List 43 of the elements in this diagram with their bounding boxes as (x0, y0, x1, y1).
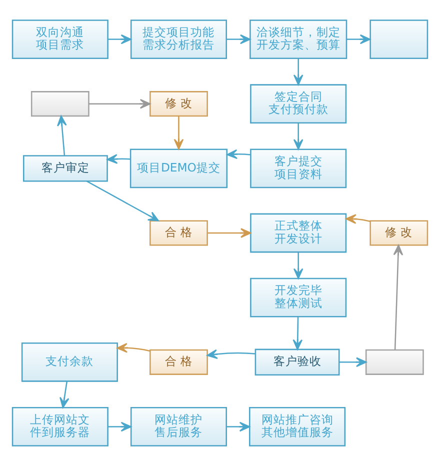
arrow (293, 58, 304, 86)
arrow (88, 98, 151, 109)
node-box: 客户提交项目资料 (250, 148, 347, 188)
node-box: 修 改 (150, 91, 208, 117)
arrow (174, 116, 184, 150)
arrow (116, 342, 150, 353)
node-box: 客户验收 (254, 348, 340, 376)
node-box (30, 91, 90, 117)
arrow (106, 154, 130, 164)
node-box: 网站推广咨询其他增值服务 (249, 407, 346, 446)
arrow (108, 422, 132, 432)
node-box: 合 格 (150, 220, 208, 246)
node-box: 修 改 (370, 220, 428, 246)
arrow (108, 34, 132, 44)
arrow (292, 316, 303, 350)
arrow (60, 381, 70, 408)
node-box: 上传网站文件到服务器 (12, 407, 108, 446)
node-box (365, 349, 424, 375)
node-box: 正式整体开发设计 (250, 213, 347, 253)
node-box: 客户审定 (23, 155, 108, 182)
node-box: 提交项目功能需求分析报告 (130, 20, 227, 59)
arrow (226, 422, 250, 432)
node-box: 开发完毕整体测试 (250, 278, 347, 318)
node-box: 双向沟通项目需求 (12, 20, 108, 59)
arrow (57, 115, 67, 156)
arrow (206, 349, 256, 360)
node-box: 网站维护售后服务 (130, 407, 227, 446)
arrow (208, 228, 252, 238)
arrow (293, 122, 304, 150)
arrow (346, 214, 370, 224)
arrow (346, 34, 371, 44)
node-box: 洽谈细节，制定开发方案、预算 (250, 20, 348, 59)
arrow (393, 244, 404, 350)
node-box: 签定合同支付预付款 (250, 84, 347, 124)
arrow (226, 34, 251, 44)
arrow (226, 149, 251, 160)
node-box (370, 20, 428, 59)
node-box: 支付余款 (21, 342, 118, 382)
node-box: 合 格 (150, 349, 208, 375)
arrow (339, 357, 367, 368)
arrow (86, 180, 159, 222)
node-box: 项目DEMO提交 (130, 148, 228, 188)
arrow (293, 252, 304, 279)
